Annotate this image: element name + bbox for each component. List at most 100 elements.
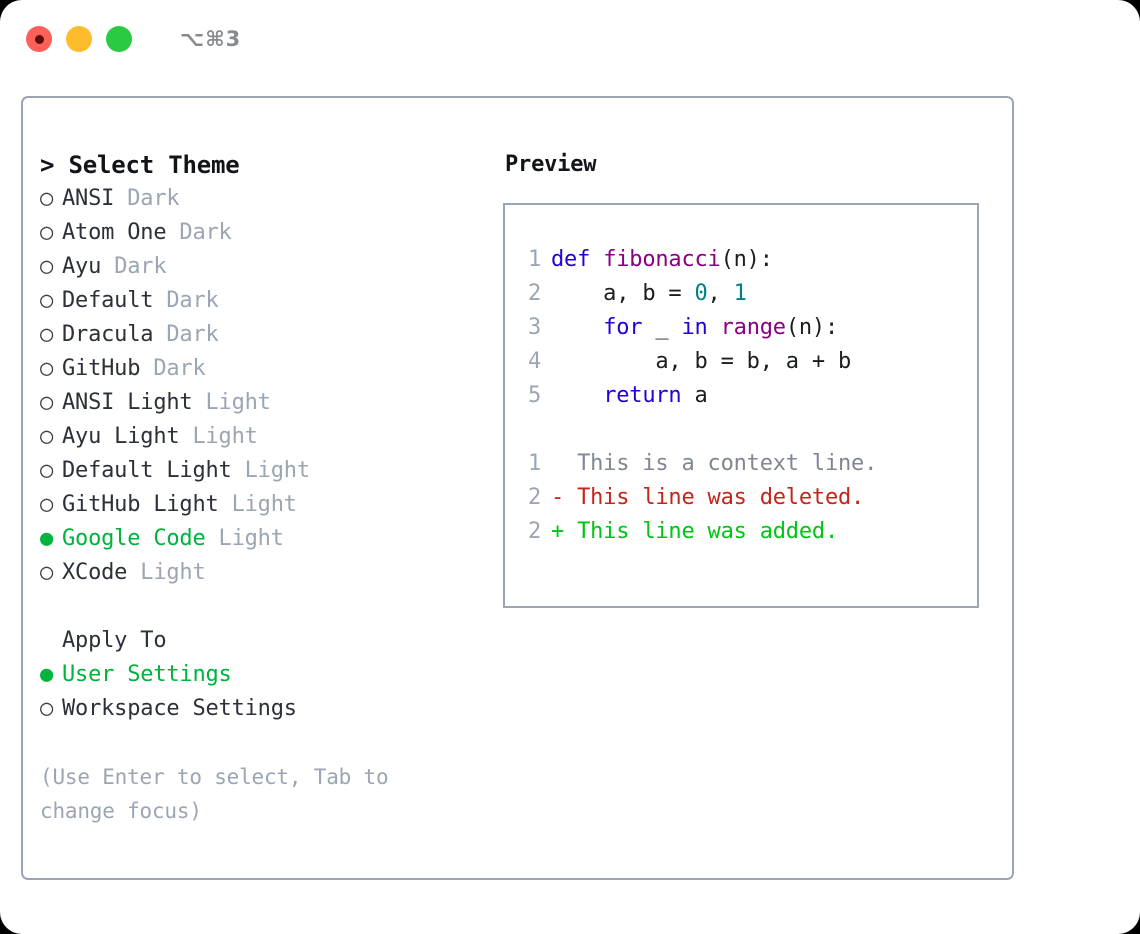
traffic-light-buttons — [26, 26, 132, 52]
apply-to-option-workspace-settings[interactable]: ○ Workspace Settings — [40, 692, 503, 726]
theme-option-label: GitHub Light — [62, 492, 219, 517]
diff-line: 1 This is a context line. — [505, 447, 977, 481]
theme-variant-tag: Light — [244, 458, 310, 483]
line-number: 1 — [527, 247, 541, 272]
code-token — [590, 247, 603, 272]
code-token: a, b = b, a + b — [551, 349, 852, 374]
apply-to-header: Apply To — [62, 628, 167, 653]
code-token: for — [603, 315, 643, 340]
code-token: return — [603, 383, 682, 408]
line-number: 2 — [527, 519, 541, 544]
theme-variant-tag: Dark — [127, 186, 180, 211]
theme-option-github-light[interactable]: ○GitHub Light Light — [40, 488, 503, 522]
code-token: (n): — [720, 247, 773, 272]
theme-variant-tag: Dark — [166, 322, 219, 347]
theme-option-label: Atom One — [62, 220, 167, 245]
select-theme-header: > Select Theme — [40, 151, 240, 179]
diff-sample: 1 This is a context line. 2 - This line wa… — [505, 447, 977, 549]
radio-unselected-icon: ○ — [40, 390, 54, 415]
theme-variant-tag: Dark — [114, 254, 167, 279]
close-window-icon[interactable] — [26, 26, 52, 52]
radio-unselected-icon: ○ — [40, 288, 54, 313]
theme-option-ansi[interactable]: ○ ANSI Dark — [40, 182, 503, 216]
apply-to-option-label: User Settings — [62, 662, 232, 687]
radio-unselected-icon: ○ — [40, 458, 54, 483]
code-token: , — [707, 281, 734, 306]
code-token: fibonacci — [603, 247, 721, 272]
code-token: a — [681, 383, 708, 408]
theme-option-google-code[interactable]: ●Google Code Light — [40, 522, 503, 556]
code-token: range — [720, 315, 786, 340]
theme-option-ayu-light[interactable]: ○Ayu Light Light — [40, 420, 503, 454]
apply-to-option-user-settings[interactable]: ● User Settings — [40, 658, 503, 692]
code-token: _ — [642, 315, 682, 340]
theme-variant-tag: Light — [192, 424, 258, 449]
code-line: 3 for _ in range(n): — [505, 311, 977, 345]
code-token: 0 — [694, 281, 708, 306]
line-number: 2 — [527, 281, 541, 306]
code-token: def — [551, 247, 591, 272]
diff-line: 2 + This line was added. — [505, 515, 977, 549]
radio-unselected-icon: ○ — [40, 560, 54, 585]
theme-option-xcode[interactable]: ○ XCode Light — [40, 556, 503, 590]
keyboard-hint-text: (Use Enter to select, Tab to change focu… — [40, 765, 389, 823]
theme-option-label: Ayu — [62, 254, 102, 279]
line-number: 4 — [527, 349, 541, 374]
theme-variant-tag: Dark — [153, 356, 206, 381]
radio-selected-icon: ● — [40, 526, 54, 551]
code-token: (n): — [785, 315, 839, 340]
theme-option-ayu[interactable]: ○Ayu Dark — [40, 250, 503, 284]
code-token: + This line was added. — [551, 519, 838, 544]
theme-option-label: Default Light — [62, 458, 232, 483]
theme-selector-panel: > Select Theme ○ANSI Dark○Atom One Dark○… — [21, 96, 1014, 880]
code-line: 2 a, b = 0, 1 — [505, 277, 977, 311]
theme-option-label: Ayu Light — [62, 424, 180, 449]
theme-option-label: XCode — [62, 560, 128, 585]
theme-list[interactable]: ○ANSI Dark○Atom One Dark○Ayu Dark○Defaul… — [40, 182, 503, 590]
theme-variant-tag: Light — [140, 560, 206, 585]
radio-unselected-icon: ○ — [40, 322, 54, 347]
radio-selected-icon: ● — [40, 662, 54, 687]
theme-option-label: Google Code — [62, 526, 206, 551]
radio-unselected-icon: ○ — [40, 186, 54, 211]
list-spacer — [40, 590, 503, 624]
code-token — [708, 315, 721, 340]
code-token: in — [681, 315, 708, 340]
radio-unselected-icon: ○ — [40, 220, 54, 245]
theme-variant-tag: Dark — [166, 288, 219, 313]
code-diff-gap — [505, 413, 977, 447]
theme-option-label: GitHub — [62, 356, 141, 381]
code-token: 1 — [733, 281, 747, 306]
code-line: 4 a, b = b, a + b — [505, 345, 977, 379]
theme-option-default-light[interactable]: ○ Default Light Light — [40, 454, 503, 488]
theme-option-ansi-light[interactable]: ○ANSI Light Light — [40, 386, 503, 420]
code-line: 1 def fibonacci(n): — [505, 243, 977, 277]
preview-title: Preview — [505, 152, 597, 177]
apply-to-list[interactable]: ● User Settings ○ Workspace Settings — [40, 658, 503, 726]
theme-option-default[interactable]: ○ Default Dark — [40, 284, 503, 318]
radio-unselected-icon: ○ — [40, 356, 54, 381]
minimize-window-icon[interactable] — [66, 26, 92, 52]
theme-option-label: Default — [62, 288, 154, 313]
theme-option-dracula[interactable]: ○Dracula Dark — [40, 318, 503, 352]
line-number: 3 — [527, 315, 541, 340]
theme-option-atom-one[interactable]: ○ Atom One Dark — [40, 216, 503, 250]
theme-variant-tag: Light — [231, 492, 297, 517]
theme-variant-tag: Dark — [179, 220, 232, 245]
line-number: 2 — [527, 485, 541, 510]
line-number: 5 — [527, 383, 541, 408]
code-line: 5 return a — [505, 379, 977, 413]
apply-to-option-label: Workspace Settings — [62, 696, 297, 721]
code-token — [551, 315, 603, 340]
maximize-window-icon[interactable] — [106, 26, 132, 52]
line-number: 1 — [527, 451, 541, 476]
code-token: - This line was deleted. — [551, 485, 865, 510]
theme-option-label: ANSI — [62, 186, 115, 211]
diff-line: 2 - This line was deleted. — [505, 481, 977, 515]
radio-unselected-icon: ○ — [40, 696, 54, 721]
theme-option-github[interactable]: ○ GitHub Dark — [40, 352, 503, 386]
